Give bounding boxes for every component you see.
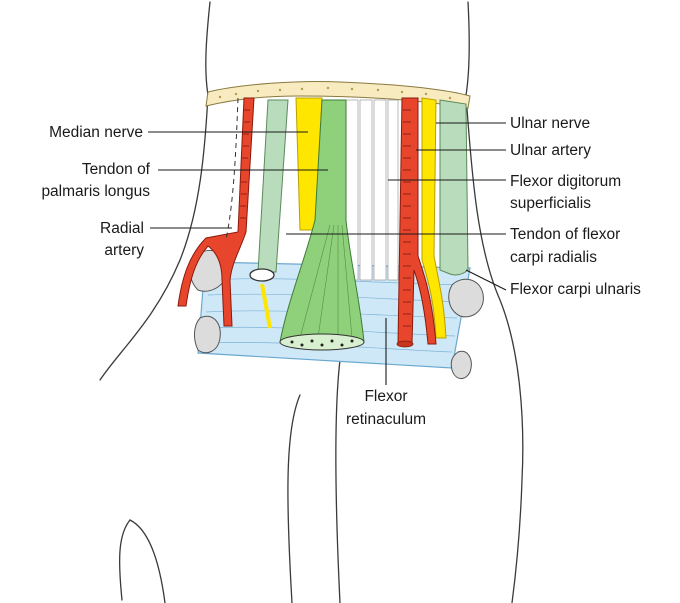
- label-radial-artery-2: artery: [104, 242, 144, 259]
- hook-of-hamate: [451, 351, 471, 378]
- label-flexor-retinaculum-2: retinaculum: [346, 411, 426, 428]
- label-flexor-carpi-ulnaris: Flexor carpi ulnaris: [510, 281, 641, 298]
- label-flexor-retinaculum-1: Flexor: [364, 388, 407, 405]
- label-flexor-carpi-radialis-1: Tendon of flexor: [510, 226, 620, 243]
- label-median-nerve: Median nerve: [49, 124, 143, 141]
- label-tendon-palmaris-1: Tendon of: [82, 161, 151, 178]
- label-ulnar-nerve: Ulnar nerve: [510, 115, 590, 132]
- label-tendon-palmaris-2: palmaris longus: [41, 183, 150, 200]
- flexor-carpi-ulnaris: [440, 100, 468, 275]
- flexor-digitorum-superficialis: [346, 100, 398, 280]
- pisiform: [449, 279, 484, 317]
- label-flexor-carpi-radialis-2: carpi radialis: [510, 249, 597, 266]
- flexor-carpi-radialis-opening: [250, 269, 274, 281]
- label-flexor-digitorum-1: Flexor digitorum: [510, 173, 621, 190]
- label-flexor-digitorum-2: superficialis: [510, 195, 591, 212]
- label-ulnar-artery: Ulnar artery: [510, 142, 591, 159]
- radial-artery-dashed: [226, 98, 238, 240]
- flexor-carpi-radialis-tendon: [258, 100, 288, 272]
- label-radial-artery-1: Radial: [100, 220, 144, 237]
- trapezium-ridge: [194, 316, 220, 352]
- ulnar-artery-cut-end: [397, 341, 413, 347]
